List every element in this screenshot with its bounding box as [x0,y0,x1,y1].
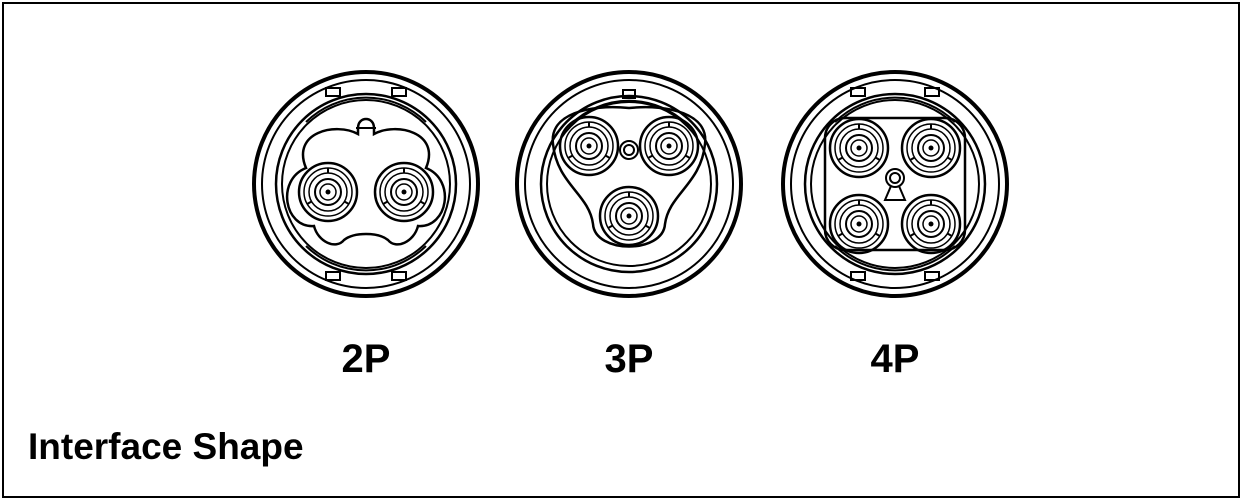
connector-2p-drawing [252,70,480,298]
connector-3p-pins [558,115,700,247]
connector-3p-pin-1 [558,115,620,177]
connector-3p-pin-2 [638,115,700,177]
connector-4p-label: 4P [870,337,920,381]
connector-3p-drawing [515,70,743,298]
connector-4p-pin-3 [828,193,890,255]
connector-3p-label: 3P [604,337,654,381]
connector-2p-label: 2P [341,337,391,381]
connector-4p-face [780,69,1010,299]
diagram-title: Interface Shape [28,426,304,467]
connector-2p-pin-2 [373,161,435,223]
connector-4p-pin-2 [900,117,962,179]
connector-4p-pin-1 [828,117,890,179]
connector-4p-pin-4 [900,193,962,255]
connector-2p-face [251,69,481,299]
connector-4p-pins [828,117,962,255]
connector-3p-face [514,69,744,299]
connector-3p-pin-3 [598,185,660,247]
connector-4p-drawing [781,70,1009,298]
connector-2p-pins [297,161,435,223]
connector-2p-pin-1 [297,161,359,223]
